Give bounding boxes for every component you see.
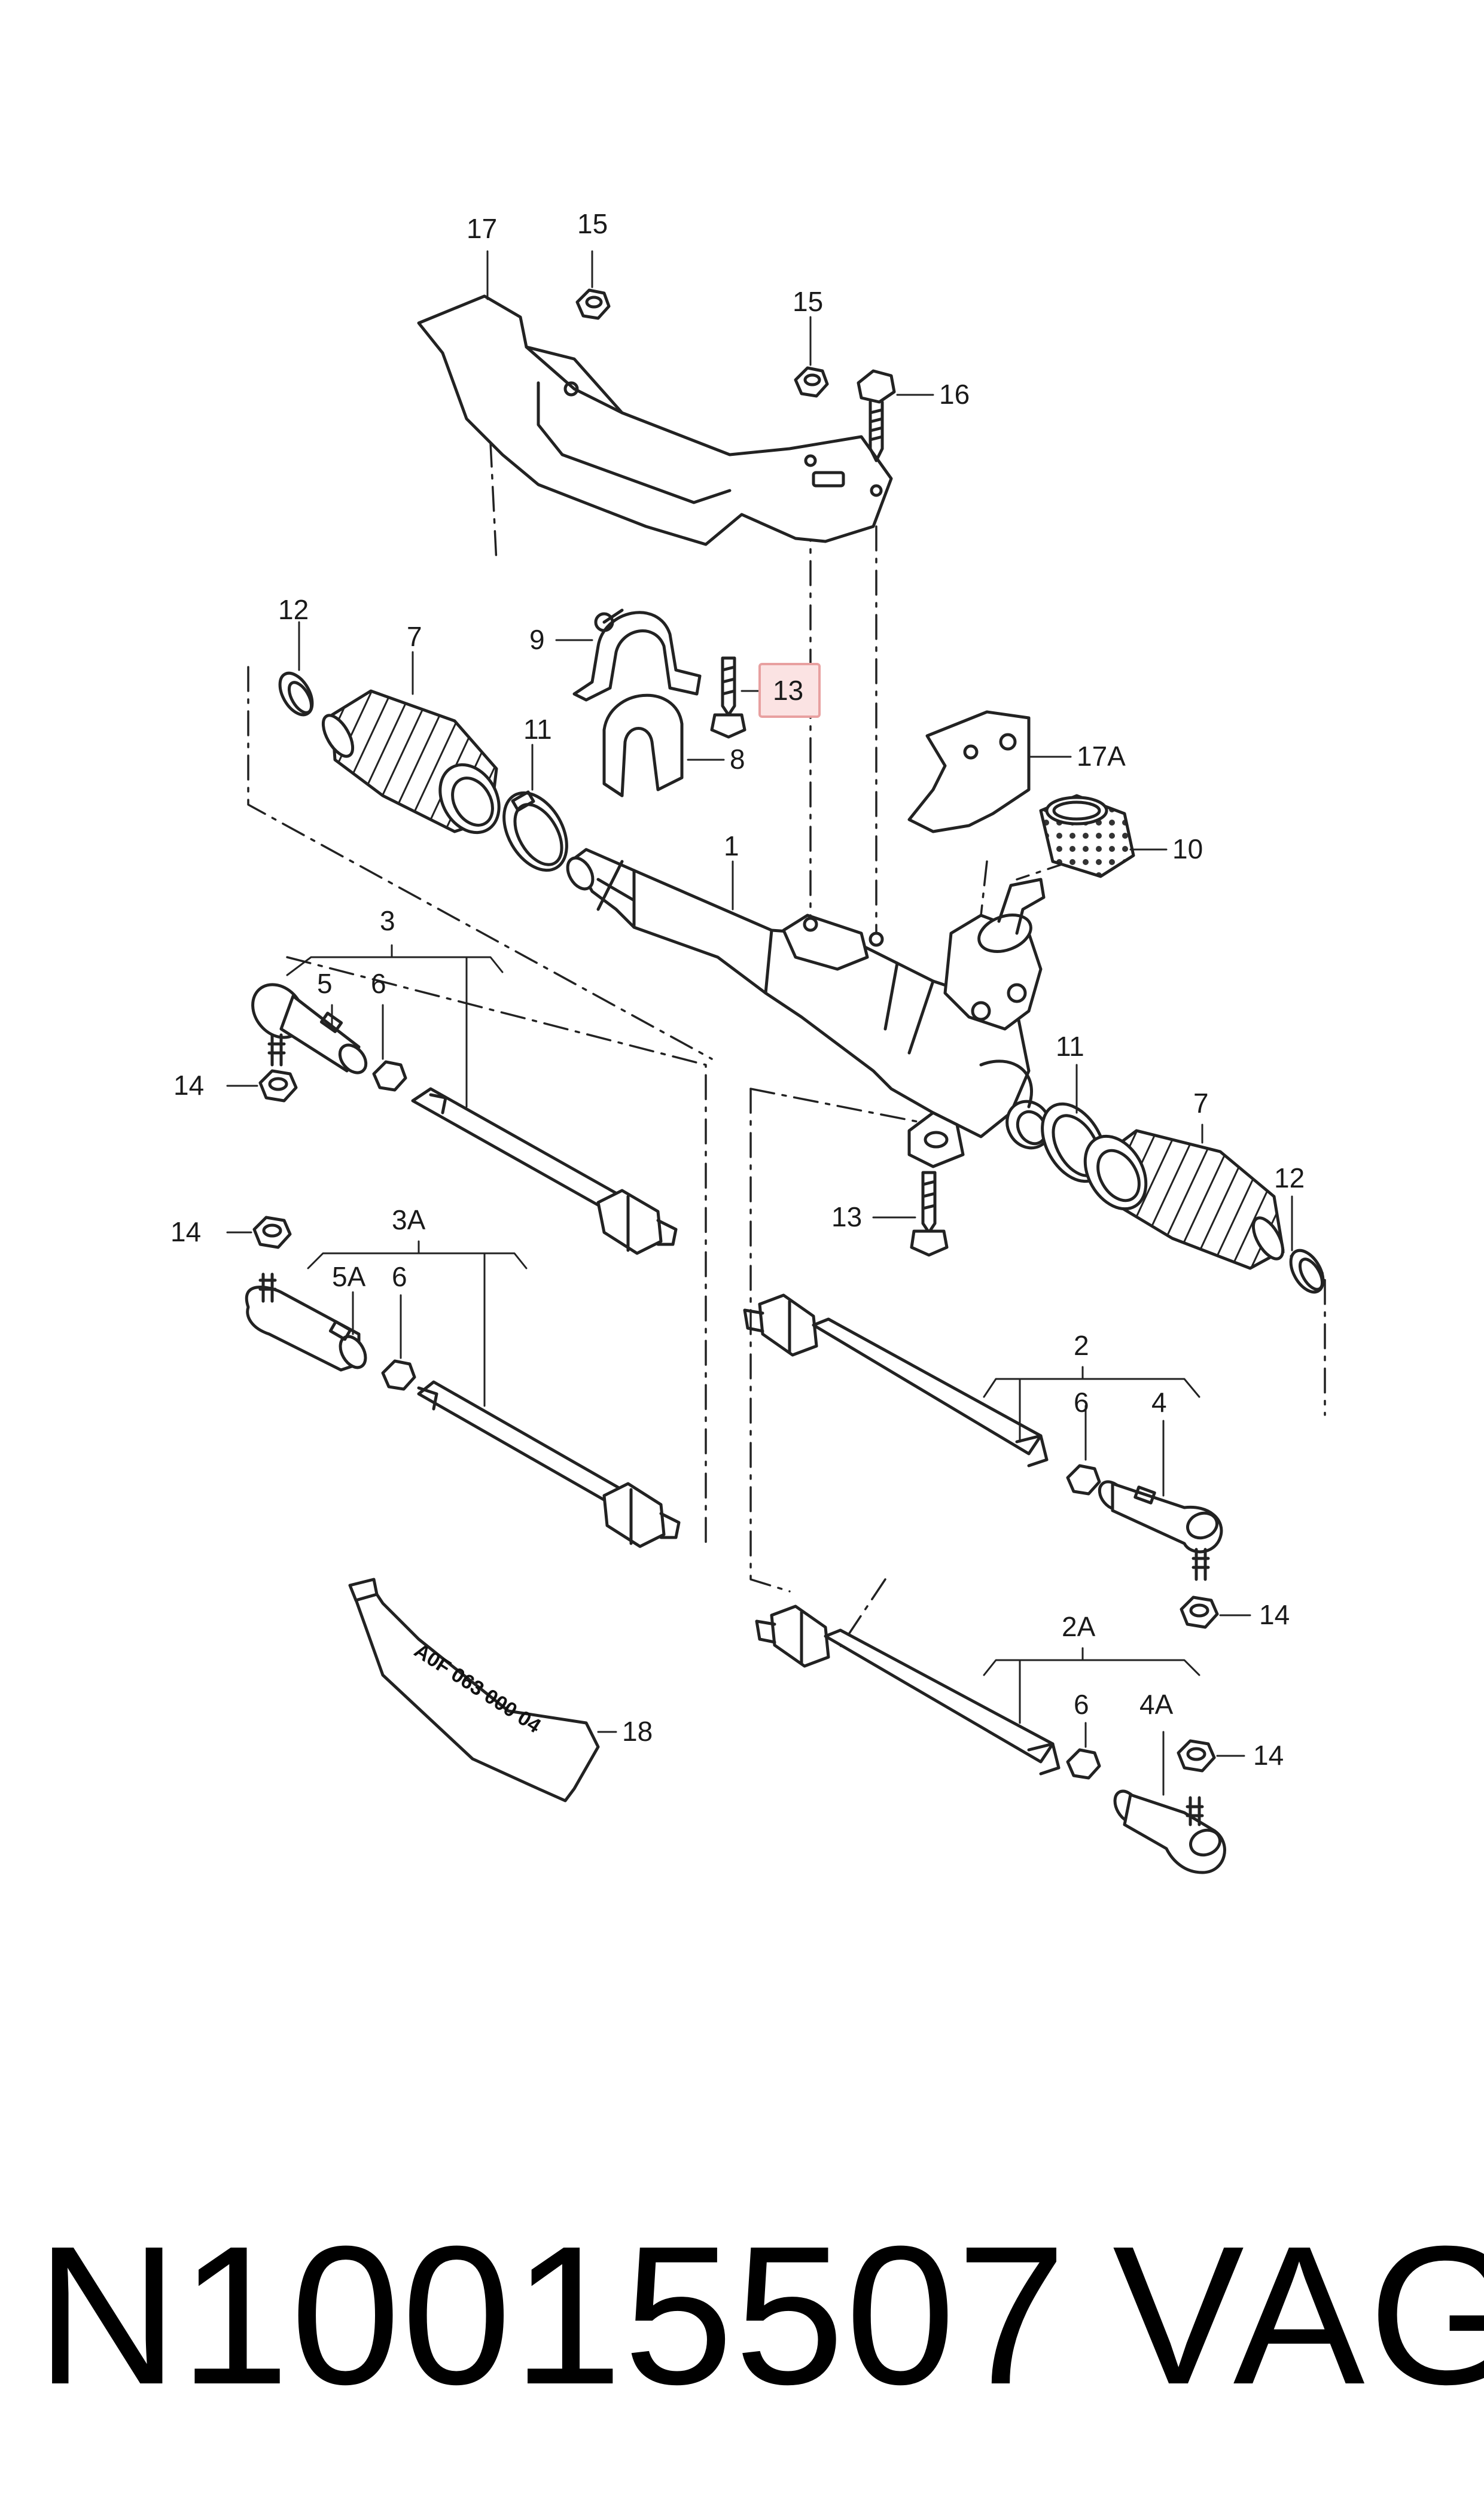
- callout-6-d: 6: [1074, 1689, 1089, 1720]
- callout-11-right: 11: [1056, 1031, 1084, 1062]
- tie-rod-2a: [755, 1604, 1061, 1776]
- tie-rod-2: [743, 1293, 1049, 1467]
- callout-14-b: 14: [170, 1216, 201, 1247]
- bush-8: [602, 693, 684, 797]
- callout-7-right: 7: [1193, 1088, 1209, 1119]
- nut-15-right: [794, 366, 829, 398]
- bolt-16: [857, 369, 896, 462]
- tie-rod-3: [411, 1087, 678, 1255]
- bolt-13-lower: [910, 1171, 949, 1257]
- nut-14-d: [1177, 1739, 1216, 1773]
- callout-17a: 17A: [1077, 741, 1126, 772]
- clamp-9: [572, 608, 702, 702]
- nut-6-b: [381, 1359, 416, 1391]
- callout-labels: 17 15 15 16 12 7 9 13 11 8 17A 1 10 3 5 …: [170, 208, 1305, 1771]
- callout-6-b: 6: [392, 1261, 407, 1292]
- callout-15-top: 15: [577, 208, 608, 239]
- callout-17: 17: [467, 213, 497, 244]
- callout-5a: 5A: [332, 1261, 366, 1292]
- tie-rod-end-5: [251, 983, 368, 1074]
- part-caption: N10015507 VAG: [0, 2190, 1484, 2441]
- callout-14-d: 14: [1253, 1740, 1284, 1771]
- diagram-canvas: A0F 063 000 04 17 15 15 16 12 7 9 13 11 …: [170, 208, 1326, 1874]
- heat-shield-bracket: [417, 294, 893, 546]
- clip-12-left: [278, 671, 314, 717]
- boot-7-left: [321, 689, 501, 835]
- callout-16: 16: [939, 379, 970, 410]
- callout-3a: 3A: [392, 1204, 426, 1235]
- nut-14-a: [258, 1069, 298, 1103]
- brand-name: VAG: [1113, 2205, 1484, 2425]
- part-number: N10015507: [36, 2205, 1068, 2425]
- tie-rod-end-4a: [1113, 1789, 1226, 1874]
- tie-rod-end-4: [1098, 1480, 1223, 1581]
- callout-9: 9: [529, 624, 545, 655]
- callout-3: 3: [380, 905, 395, 936]
- callout-2a: 2A: [1062, 1611, 1096, 1642]
- nut-6-d: [1066, 1748, 1101, 1780]
- callout-1: 1: [724, 830, 739, 861]
- callout-4a: 4A: [1139, 1689, 1174, 1720]
- nut-6-a: [372, 1060, 407, 1092]
- clamp-11-left: [502, 790, 568, 872]
- callout-4: 4: [1151, 1387, 1167, 1418]
- callout-13-highlighted: 13: [773, 675, 803, 706]
- callout-14-c: 14: [1259, 1599, 1290, 1630]
- grease-tube-18: [348, 1578, 600, 1803]
- boot-7-right: [1083, 1129, 1285, 1270]
- callout-6-a: 6: [371, 968, 386, 999]
- highlight-box: [758, 663, 821, 718]
- callout-13-lower: 13: [831, 1201, 862, 1232]
- nut-14-b: [252, 1216, 292, 1249]
- shield-17a: [907, 710, 1031, 833]
- tie-rod-end-5a: [245, 1272, 367, 1372]
- callout-8: 8: [730, 744, 745, 775]
- tie-rod-3a: [417, 1380, 681, 1548]
- callout-5: 5: [317, 968, 333, 999]
- callout-14-a: 14: [173, 1070, 204, 1101]
- callout-7-left: 7: [407, 621, 422, 652]
- nut-6-c: [1066, 1464, 1101, 1496]
- callout-6-c: 6: [1074, 1387, 1089, 1418]
- callout-11-left: 11: [523, 714, 552, 745]
- bolt-13-upper: [710, 656, 746, 739]
- callout-2: 2: [1074, 1330, 1089, 1361]
- callout-18: 18: [622, 1716, 653, 1747]
- leader-lines: [226, 250, 1293, 1796]
- steering-rack-1: [566, 848, 1052, 1168]
- callout-15-right: 15: [793, 286, 823, 317]
- clip-12-right: [1289, 1249, 1325, 1294]
- callout-12-right: 12: [1274, 1162, 1305, 1193]
- sleeve-10: [1039, 794, 1135, 878]
- callout-10: 10: [1172, 833, 1203, 864]
- nut-15-left: [575, 288, 611, 320]
- nut-14-c: [1180, 1596, 1219, 1629]
- callout-12-left: 12: [278, 594, 309, 625]
